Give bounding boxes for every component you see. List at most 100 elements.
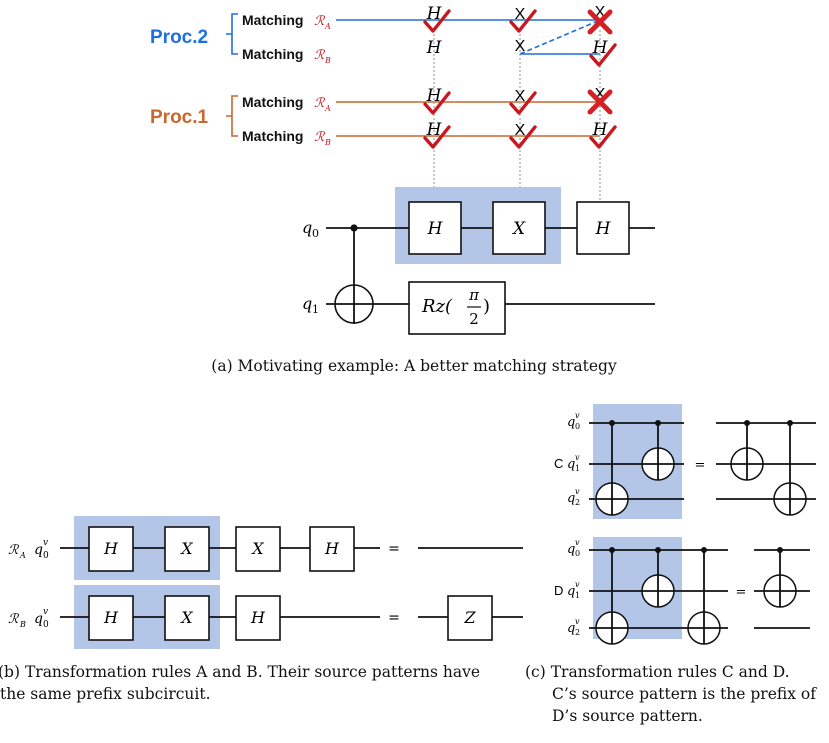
rule-d-q2: q	[567, 621, 575, 636]
rule-b-label: ℛ	[8, 612, 20, 627]
rule-c-q2: q	[567, 491, 575, 506]
rule-c-q2-sub: 2	[575, 498, 580, 507]
rule-d-q2-sub: 2	[575, 628, 580, 637]
gate-h-2-label: H	[595, 219, 612, 239]
rule-c-q1-sub: 1	[575, 464, 580, 473]
rule-a-gate-h1-label: H	[103, 539, 119, 558]
p2b-h-letter: H	[426, 38, 443, 58]
proc1-match-b: Matching	[242, 128, 303, 144]
rule-a-gate-x2-label: X	[250, 539, 264, 558]
rule-c-labels: q 0 v C q 1 v q 2 v	[554, 411, 580, 507]
rule-a-equals: =	[388, 541, 400, 557]
p2a-x-letter: X	[515, 6, 526, 23]
rule-a-label-sub: A	[19, 551, 26, 560]
rule-d-q1: q	[567, 584, 575, 599]
rule-d-label: D	[554, 583, 563, 598]
rule-c-q1: q	[567, 457, 575, 472]
proc2-rule-b: ℛ	[314, 48, 326, 63]
rule-d-q2-sup: v	[575, 617, 580, 626]
rule-c-res-cnot-2	[773, 420, 807, 516]
proc2-match-b: Matching	[242, 46, 303, 62]
rule-b-gate-h2-label: H	[250, 608, 266, 627]
q0-sub: 0	[312, 227, 319, 240]
rule-a-gate-h2	[309, 526, 355, 572]
rule-a-label: ℛ	[8, 543, 20, 558]
proc1-label: Proc.1	[150, 107, 209, 128]
gate-x	[492, 201, 546, 255]
match-column-1: H H H H	[423, 4, 451, 149]
caption-c-line3: D’s source pattern.	[552, 707, 703, 725]
p1b-h-letter: H	[426, 120, 443, 140]
rule-a-gate-h2-label: H	[324, 539, 340, 558]
rule-c-cnot-1	[595, 420, 629, 516]
rule-d-q1-sub: 1	[575, 591, 580, 600]
rule-b-qv-sup: v	[43, 607, 48, 617]
gate-rz-label: Rz(	[421, 296, 453, 317]
proc2-label: Proc.2	[150, 27, 208, 48]
proc1-brace	[226, 95, 238, 137]
proc1-rule-a: ℛ	[314, 96, 326, 111]
rule-d-cnot-1	[595, 547, 629, 645]
rule-d-q0-sub: 0	[575, 549, 580, 558]
rule-a-qv-sup: v	[43, 538, 48, 548]
rule-b-label-sub: B	[19, 620, 26, 629]
gate-rz	[408, 281, 506, 335]
rule-b-qv-sub: 0	[43, 620, 49, 630]
gate-rz-close: )	[483, 296, 490, 317]
p1a-x3-letter: X	[595, 86, 606, 103]
rule-b-gate-z	[447, 595, 493, 641]
rule-d-labels: q 0 v D q 1 v q 2 v	[554, 538, 580, 637]
panel-b: ℛ A q 0 v H X X H = ℛ B q 0 v H X H = Z …	[0, 516, 523, 703]
rule-c-q1-sup: v	[575, 453, 580, 462]
rule-b-qv: q	[34, 611, 43, 627]
rule-b-equals: =	[388, 610, 400, 626]
rule-d-q0: q	[567, 542, 575, 557]
proc2-rule-a-sub: A	[324, 22, 331, 31]
rule-a-gate-x1	[164, 526, 210, 572]
caption-c-line2: C’s source pattern is the prefix of	[552, 685, 817, 703]
gate-rz-num: π	[468, 286, 480, 304]
rule-b-gate-x	[164, 595, 210, 641]
p2a-x3-letter: X	[595, 4, 606, 21]
gate-h-2	[576, 201, 630, 255]
gate-h-1	[408, 201, 462, 255]
p2a-h-letter: H	[426, 4, 443, 24]
proc2-rule-b-sub: B	[324, 56, 331, 65]
p1b-x-letter: X	[515, 122, 526, 139]
proc2-brace	[226, 13, 238, 55]
q0-label: q	[302, 218, 312, 237]
rule-c-label: C	[554, 456, 563, 471]
gate-rz-den: 2	[469, 310, 479, 328]
rule-a-gate-x1-label: X	[179, 539, 193, 558]
rule-d-cnot-2	[641, 547, 675, 608]
cnot-control	[350, 224, 358, 232]
p1a-h-letter: H	[426, 86, 443, 106]
p2b-h3-letter: H	[592, 38, 609, 58]
rule-c-q2-sup: v	[575, 487, 580, 496]
rule-a-qv-sub: 0	[43, 551, 49, 561]
rule-d-cnot-3	[687, 547, 721, 645]
rule-b-gate-h2	[235, 595, 281, 641]
match-column-3: X H X H	[590, 4, 617, 149]
caption-b-line2: the same prefix subcircuit.	[0, 685, 211, 703]
rule-c-q0-sub: 0	[575, 422, 580, 431]
rule-c-cnot-2	[641, 420, 675, 481]
proc1-match-a: Matching	[242, 94, 303, 110]
rule-c-q0-sup: v	[575, 411, 580, 420]
proc1-rule-b-sub: B	[324, 138, 331, 147]
rule-a-qv: q	[34, 542, 43, 558]
alignment-guides	[433, 30, 601, 205]
rule-a-gate-h1	[88, 526, 134, 572]
rule-b-gate-z-label: Z	[463, 608, 476, 627]
panel-a: Proc.2 Matching ℛ A Matching ℛ B Proc.1 …	[150, 4, 655, 375]
rule-c-q0: q	[567, 415, 575, 430]
gate-x-label: X	[511, 219, 526, 239]
rule-d-equals: =	[736, 585, 747, 600]
caption-b-line1: (b) Transformation rules A and B. Their …	[0, 663, 480, 681]
gate-h-1-label: H	[427, 219, 444, 239]
match-column-2: X X X X	[509, 6, 537, 149]
q1-label: q	[302, 294, 312, 313]
rule-a-gate-x2	[235, 526, 281, 572]
caption-a: (a) Motivating example: A better matchin…	[211, 357, 617, 375]
